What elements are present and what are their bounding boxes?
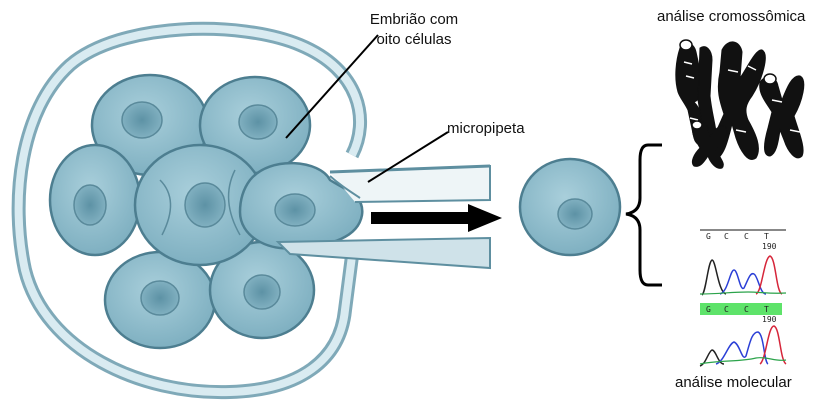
base-label: T (764, 232, 769, 241)
embryo-label-line1: Embrião com (369, 11, 459, 28)
chromosome (759, 73, 805, 159)
analysis-bracket (625, 143, 662, 287)
biopsied-cell (518, 157, 622, 257)
trace-g (701, 259, 727, 296)
chromosomes (675, 39, 805, 169)
embryo-cell (103, 250, 217, 350)
trace-t (755, 255, 783, 295)
position-label: 190 (762, 242, 777, 251)
base-label: C (744, 232, 749, 241)
micropipette-label: micropipeta (447, 120, 525, 137)
embryo-cell (48, 143, 142, 257)
base-label: C (724, 305, 729, 314)
base-label: G (706, 305, 711, 314)
sequencing-panel-top: G C C T 190 (699, 229, 787, 296)
base-label: T (764, 305, 769, 314)
micropipette (275, 164, 491, 270)
embryo-leader-line (285, 34, 379, 139)
chromosome-analysis-label: análise cromossômica (657, 8, 806, 25)
trace-a (699, 291, 787, 295)
zona-pellucida (11, 21, 368, 400)
base-label: C (744, 305, 749, 314)
embryo-label: Embrião com oito células (352, 10, 476, 50)
embryo-cell-aspirated (238, 161, 364, 250)
trace-a (699, 356, 787, 365)
micropipette-leader-line (367, 131, 449, 183)
position-label: 190 (762, 315, 777, 324)
base-label: G (706, 232, 711, 241)
embryo-cell (133, 143, 267, 267)
chromosome (691, 120, 728, 169)
base-label: C (724, 232, 729, 241)
transfer-arrow (371, 204, 502, 232)
trace-c (715, 331, 769, 365)
trace-t (759, 325, 787, 365)
embryo-label-line2: oito células (376, 31, 452, 48)
molecular-analysis-label: análise molecular (675, 374, 792, 391)
sequencing-panel-bottom: G C C T 190 (699, 303, 787, 367)
sequence-highlight (700, 303, 782, 315)
embryo-cell (208, 240, 316, 340)
embryo-cells (48, 73, 364, 350)
trace-c (719, 269, 767, 295)
embryo-cell (198, 75, 312, 175)
